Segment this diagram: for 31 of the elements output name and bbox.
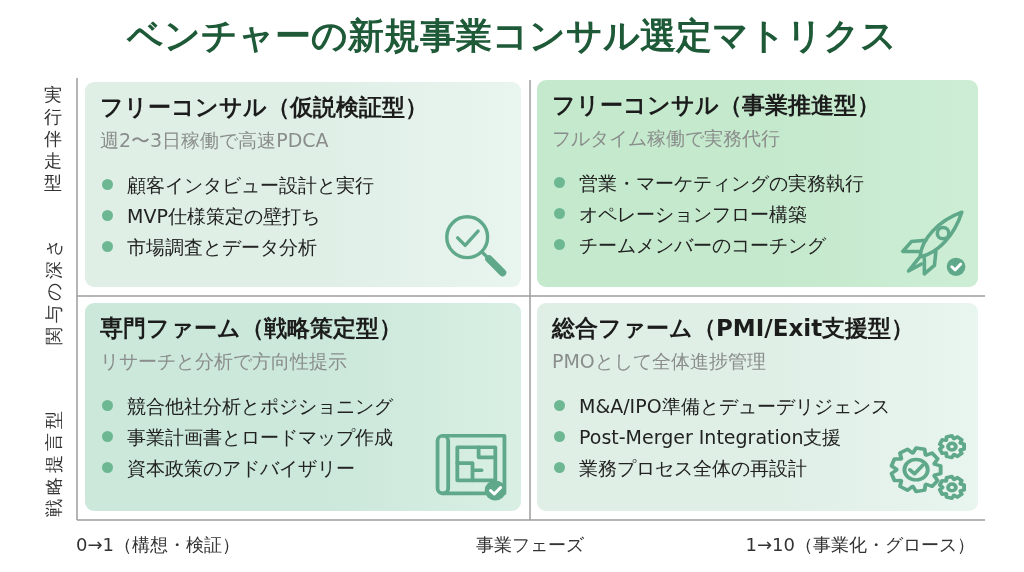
bullet-text: 業務プロセス全体の再設計 <box>579 455 807 481</box>
bullet-text: M&A/IPO準備とデューデリジェンス <box>579 393 890 419</box>
quadrant-card <box>537 303 978 511</box>
axis-title: 関与の深さ <box>43 235 65 345</box>
quadrant-card <box>537 80 978 287</box>
axis-label: 1→10（事業化・グロース） <box>745 534 975 556</box>
quadrant-card <box>85 303 521 511</box>
bullet-text: 市場調査とデータ分析 <box>127 234 317 260</box>
quadrant-card <box>85 82 521 287</box>
bullet-text: 資本政策のアドバイザリー <box>127 455 355 481</box>
diagram-title: ベンチャーの新規事業コンサル選定マトリクス <box>127 14 897 58</box>
axis-title: 事業フェーズ <box>476 534 584 556</box>
card-title: 総合ファーム（PMI/Exit支援型） <box>552 314 915 343</box>
bullet-text: Post-Merger Integration支援 <box>579 424 842 450</box>
bullet-text: 事業計画書とロードマップ作成 <box>127 424 393 450</box>
card-subtitle: PMOとして全体進捗管理 <box>552 349 766 374</box>
bullet-text: 顧客インタビュー設計と実行 <box>127 172 374 198</box>
bullet-text: 営業・マーケティングの実務執行 <box>579 170 864 196</box>
card-subtitle: 週2〜3日稼働で高速PDCA <box>100 128 329 153</box>
card-title: 専門ファーム（戦略策定型） <box>100 314 402 343</box>
axis-label: 実行伴走型 <box>44 84 62 194</box>
card-title: フリーコンサル（仮説検証型） <box>100 93 428 122</box>
bullet-text: 競合他社分析とポジショニング <box>127 393 393 419</box>
axis-label: 0→1（構想・検証） <box>76 534 240 556</box>
bullet-text: チームメンバーのコーチング <box>579 232 826 258</box>
bullet-text: オペレーションフロー構築 <box>579 201 807 227</box>
bullet-text: MVP仕様策定の壁打ち <box>127 203 320 229</box>
card-subtitle: リサーチと分析で方向性提示 <box>100 349 347 374</box>
card-title: フリーコンサル（事業推進型） <box>552 91 880 120</box>
axis-label: 戦略提言型 <box>43 407 65 517</box>
card-subtitle: フルタイム稼働で実務代行 <box>552 126 780 151</box>
